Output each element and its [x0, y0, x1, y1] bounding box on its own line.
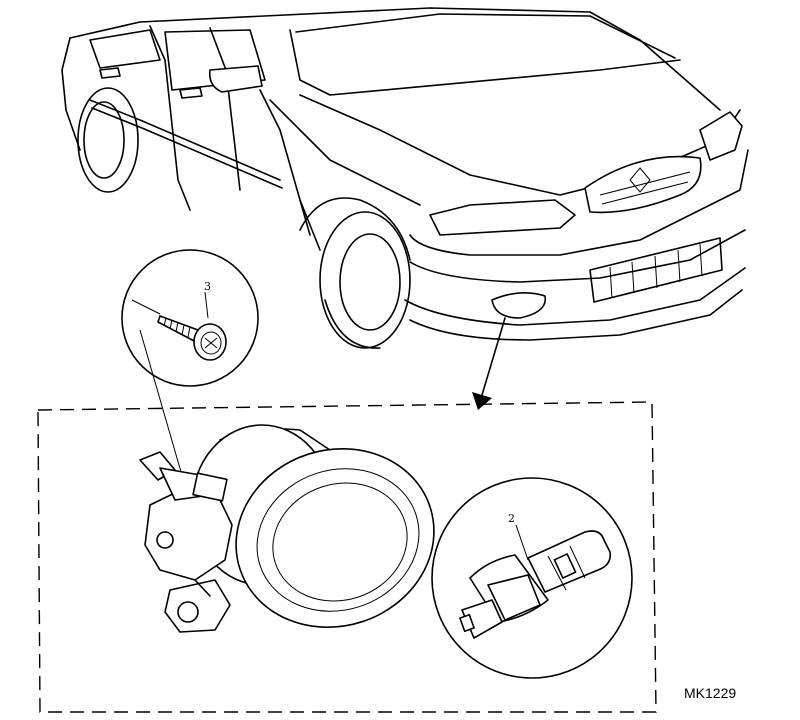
pointer-arrow [472, 317, 506, 410]
exploded-view-frame [37, 401, 657, 713]
bulb-icon [459, 530, 612, 639]
figure-reference: MK1229 [684, 685, 736, 701]
car-front-illustration [61, 7, 749, 349]
screw-detail: 3 [121, 249, 259, 556]
screw-icon [157, 315, 227, 361]
callout-screw: 3 [204, 280, 211, 293]
fog-lamp-assembly [139, 424, 435, 633]
bulb-detail: 2 [431, 477, 633, 679]
callout-bulb: 2 [508, 512, 515, 525]
